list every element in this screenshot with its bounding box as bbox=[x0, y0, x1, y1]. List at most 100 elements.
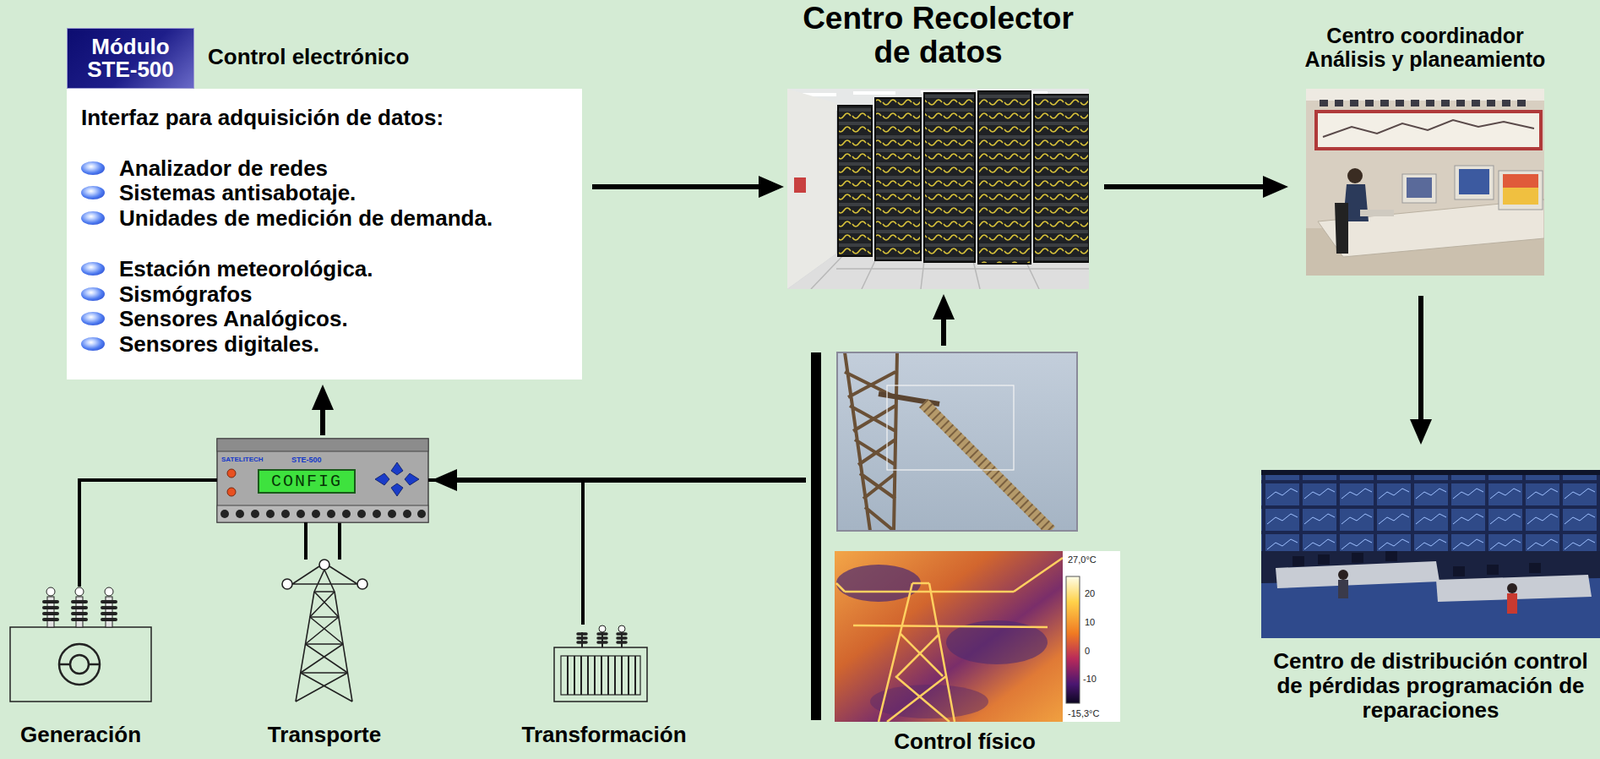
ste500-device-part-part bbox=[235, 509, 245, 518]
scale-value: 10 bbox=[1084, 616, 1095, 628]
node-caption: Generación bbox=[10, 721, 152, 747]
ste500-device-part-part bbox=[375, 473, 390, 485]
coordination-room-photo-part bbox=[1402, 174, 1437, 203]
list-item: Estación meteorológica. bbox=[119, 255, 374, 282]
node-caption: Transporte bbox=[244, 721, 405, 747]
thermal-photo-part-part bbox=[834, 550, 1063, 722]
flow-arrow bbox=[1418, 295, 1424, 423]
distribution-room-photo-part bbox=[1261, 469, 1600, 475]
ste500-device-part bbox=[217, 505, 429, 523]
ste500-device-part-part bbox=[342, 509, 351, 518]
insulator-photo-part bbox=[837, 352, 1078, 531]
brand-label: SATELITECH bbox=[221, 455, 264, 464]
generator-symbol-part bbox=[46, 587, 55, 596]
ste500-device-part-part bbox=[357, 509, 366, 518]
flow-arrow bbox=[320, 406, 326, 436]
distribution-center: Centro de distribución control de pérdid… bbox=[1261, 469, 1600, 741]
ste500-device-part-part bbox=[391, 462, 403, 475]
tower-symbol-part bbox=[300, 591, 349, 673]
coordination-room-photo-part bbox=[1306, 88, 1545, 276]
insulator-photo-part-part bbox=[887, 385, 1014, 470]
generator-symbol-part bbox=[43, 601, 116, 620]
distribution-room-photo bbox=[1261, 469, 1600, 638]
module-badge: Módulo STE-500Control electrónico bbox=[66, 27, 195, 89]
scale-value: -15,3°C bbox=[1067, 707, 1100, 719]
node-caption: Centro de distribución control de pérdid… bbox=[1264, 648, 1597, 723]
server-room-photo-part bbox=[794, 177, 806, 193]
coordination-center: Centro coordinador Análisis y planeamien… bbox=[1289, 23, 1561, 276]
thermal-photo-part bbox=[834, 550, 1063, 722]
insulator-photo bbox=[837, 352, 1078, 531]
list-item: Unidades de medición de demanda. bbox=[119, 205, 493, 231]
control-bar bbox=[810, 352, 822, 720]
ste500-device-part bbox=[220, 509, 426, 518]
center-title: Centro Recolector de datos bbox=[787, 1, 1089, 70]
distribution-room-photo-part bbox=[1338, 569, 1349, 580]
transport-node: Transporte bbox=[244, 559, 405, 747]
scale-value: 20 bbox=[1084, 587, 1095, 599]
insulator-photo-part-part bbox=[923, 402, 1051, 531]
list-item: Sensores Analógicos. bbox=[119, 305, 349, 332]
center-title: Centro coordinador Análisis y planeamien… bbox=[1289, 23, 1561, 71]
list-item: Sistemas antisabotaje. bbox=[119, 179, 356, 206]
ste500-device bbox=[217, 438, 429, 523]
ste500-device-part-part bbox=[387, 509, 397, 518]
generation-node: Generación bbox=[10, 586, 152, 747]
insulator-photo-part bbox=[837, 352, 1078, 531]
ste500-module: SATELITECHSTE-500CONFIG bbox=[217, 438, 429, 523]
transformer-symbol-part bbox=[560, 655, 641, 695]
ste500-device-part bbox=[227, 487, 236, 496]
thermal-photo-part bbox=[834, 550, 1121, 722]
ste500-device-part-part bbox=[311, 509, 321, 518]
generator-symbol-part bbox=[104, 587, 114, 596]
distribution-room-photo-part bbox=[1292, 555, 1541, 572]
scale-value: 27,0°C bbox=[1067, 554, 1097, 566]
coordination-room-photo-part bbox=[1306, 88, 1545, 101]
wire-line bbox=[79, 479, 218, 587]
ste500-device-part-part bbox=[220, 509, 229, 518]
coordination-room-photo-part bbox=[1502, 187, 1539, 205]
wire-line bbox=[304, 522, 308, 560]
flow-arrow bbox=[1104, 184, 1267, 190]
thermal-photo-part bbox=[1066, 576, 1080, 703]
ste500-device-part-part bbox=[250, 509, 260, 518]
ste500-device-part bbox=[217, 438, 429, 523]
generator-symbol-part bbox=[59, 643, 100, 685]
generator-symbol-part bbox=[10, 626, 152, 702]
distribution-room-photo-part bbox=[1338, 579, 1349, 599]
interface-box: Interfaz para adquisición de datos:Anali… bbox=[66, 88, 583, 380]
server-room-photo bbox=[787, 88, 1089, 289]
insulator-photo-part-part bbox=[837, 352, 1078, 531]
transformer-symbol-part bbox=[554, 647, 648, 702]
server-room-photo-part bbox=[978, 91, 1031, 264]
transformer-symbol-part bbox=[567, 655, 636, 695]
ste500-device-part-part bbox=[281, 509, 290, 518]
server-room-photo-part bbox=[924, 92, 975, 262]
coordination-room-photo bbox=[1306, 88, 1545, 276]
tower-symbol-part bbox=[357, 578, 368, 589]
tower-symbol-part bbox=[319, 559, 330, 570]
ste500-device-part-part bbox=[391, 483, 403, 496]
coordination-room-photo-part bbox=[1334, 202, 1349, 254]
scale-value: -10 bbox=[1082, 673, 1097, 685]
ste500-device-part-part bbox=[402, 509, 412, 518]
scale-value: 0 bbox=[1084, 645, 1090, 657]
ste500-device-part bbox=[217, 438, 429, 452]
control-bar-part bbox=[810, 352, 822, 720]
server-room-photo-part bbox=[787, 88, 1089, 289]
coordination-room-photo-part bbox=[1347, 168, 1363, 184]
transformation-node: Transformación bbox=[511, 624, 697, 747]
node-caption: Control físico bbox=[809, 728, 1121, 754]
distribution-room-photo-part bbox=[1261, 469, 1600, 638]
list-item: Sensores digitales. bbox=[119, 331, 320, 357]
ste500-device-part-part bbox=[372, 509, 381, 518]
tower-symbol-part bbox=[295, 591, 353, 702]
insulator-photo-part-part bbox=[844, 352, 898, 531]
ste500-device-part-part bbox=[404, 473, 420, 485]
thermal-photo bbox=[834, 550, 1121, 722]
data-center: Centro Recolector de datos bbox=[787, 1, 1089, 289]
coordination-room-photo-part bbox=[1498, 170, 1543, 210]
lcd-text: CONFIG bbox=[258, 469, 355, 493]
coordination-room-photo-part bbox=[1360, 209, 1394, 217]
